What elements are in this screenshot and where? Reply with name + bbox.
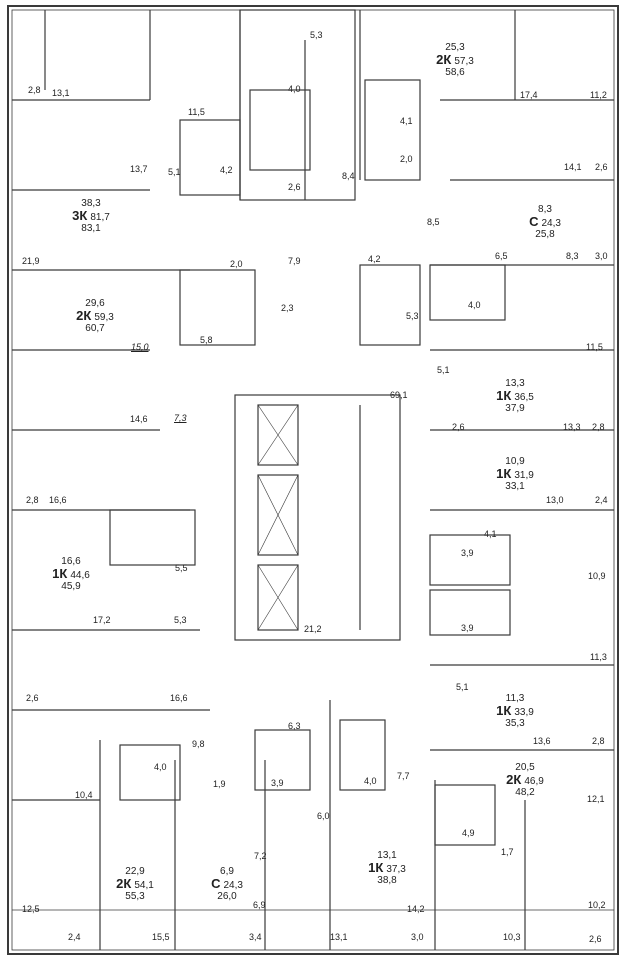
room-area: 69,1 [390, 390, 408, 400]
room-area: 7,3 [174, 413, 187, 423]
room-area: 3,9 [461, 623, 474, 633]
room-area: 2,4 [595, 495, 608, 505]
room-area: 10,4 [75, 790, 93, 800]
room-area: 2,8 [26, 495, 39, 505]
walls [7, 5, 619, 955]
room-area: 13,7 [130, 164, 148, 174]
room-area: 14,2 [407, 904, 425, 914]
room-area: 2,6 [595, 162, 608, 172]
room-area: 7,9 [288, 256, 301, 266]
room-area: 13,3 [563, 422, 581, 432]
room-area: 4,0 [468, 300, 481, 310]
room-area: 1,9 [213, 779, 226, 789]
room-area: 12,1 [587, 794, 605, 804]
room-area: 7,2 [254, 851, 267, 861]
room-area: 11,2 [590, 90, 607, 100]
room-area: 3,0 [595, 251, 608, 261]
room-area: 3,9 [271, 778, 284, 788]
room-area: 9,8 [192, 739, 205, 749]
room-area: 16,6 [49, 495, 67, 505]
room-area: 1,7 [501, 847, 514, 857]
room-area: 8,4 [342, 171, 355, 181]
room-area: 13,0 [546, 495, 564, 505]
room-area: 14,6 [130, 414, 148, 424]
room-area: 2,0 [400, 154, 413, 164]
room-area: 6,9 [253, 900, 266, 910]
room-area: 4,1 [400, 116, 413, 126]
room-area: 2,8 [592, 736, 605, 746]
room-area: 10,2 [588, 900, 606, 910]
room-area: 12,5 [22, 904, 40, 914]
room-area: 8,5 [427, 217, 440, 227]
room-area: 10,3 [503, 932, 521, 942]
room-area: 3,0 [411, 932, 424, 942]
room-area: 4,0 [364, 776, 377, 786]
room-area: 4,1 [484, 529, 497, 539]
room-area: 17,4 [520, 90, 538, 100]
room-area: 5,8 [200, 335, 213, 345]
room-area: 6,0 [317, 811, 330, 821]
room-area: 15,5 [152, 932, 170, 942]
room-area: 4,2 [368, 254, 381, 264]
room-area: 5,3 [406, 311, 419, 321]
room-area: 5,5 [175, 563, 188, 573]
room-area: 4,2 [220, 165, 233, 175]
room-area: 17,2 [93, 615, 111, 625]
room-area: 21,2 [304, 624, 322, 634]
room-area: 5,1 [437, 365, 450, 375]
room-area: 2,6 [452, 422, 465, 432]
room-area: 11,5 [188, 107, 205, 117]
room-area: 2,6 [589, 934, 602, 944]
room-area: 2,8 [28, 85, 41, 95]
room-area: 11,3 [590, 652, 607, 662]
room-area: 4,0 [288, 84, 301, 94]
room-area: 5,3 [174, 615, 187, 625]
room-area: 2,3 [281, 303, 294, 313]
room-area: 10,9 [588, 571, 606, 581]
room-area: 15,0 [131, 342, 149, 352]
room-area: 5,1 [168, 167, 181, 177]
room-area: 2,6 [26, 693, 39, 703]
room-area: 5,1 [456, 682, 469, 692]
room-area: 2,6 [288, 182, 301, 192]
room-area: 11,5 [586, 342, 603, 352]
room-area: 5,3 [310, 30, 323, 40]
room-area: 14,1 [564, 162, 582, 172]
room-area: 13,1 [52, 88, 70, 98]
room-area: 6,5 [495, 251, 508, 261]
room-area: 16,6 [170, 693, 188, 703]
room-area: 3,4 [249, 932, 262, 942]
room-area: 4,9 [462, 828, 475, 838]
room-area: 7,7 [397, 771, 410, 781]
room-area: 2,0 [230, 259, 243, 269]
room-area: 13,6 [533, 736, 551, 746]
room-area: 6,3 [288, 721, 301, 731]
room-area: 3,9 [461, 548, 474, 558]
room-area: 2,8 [592, 422, 605, 432]
room-area: 8,3 [566, 251, 579, 261]
room-area: 4,0 [154, 762, 167, 772]
room-area: 21,9 [22, 256, 40, 266]
room-area: 2,4 [68, 932, 81, 942]
room-area: 13,1 [330, 932, 348, 942]
